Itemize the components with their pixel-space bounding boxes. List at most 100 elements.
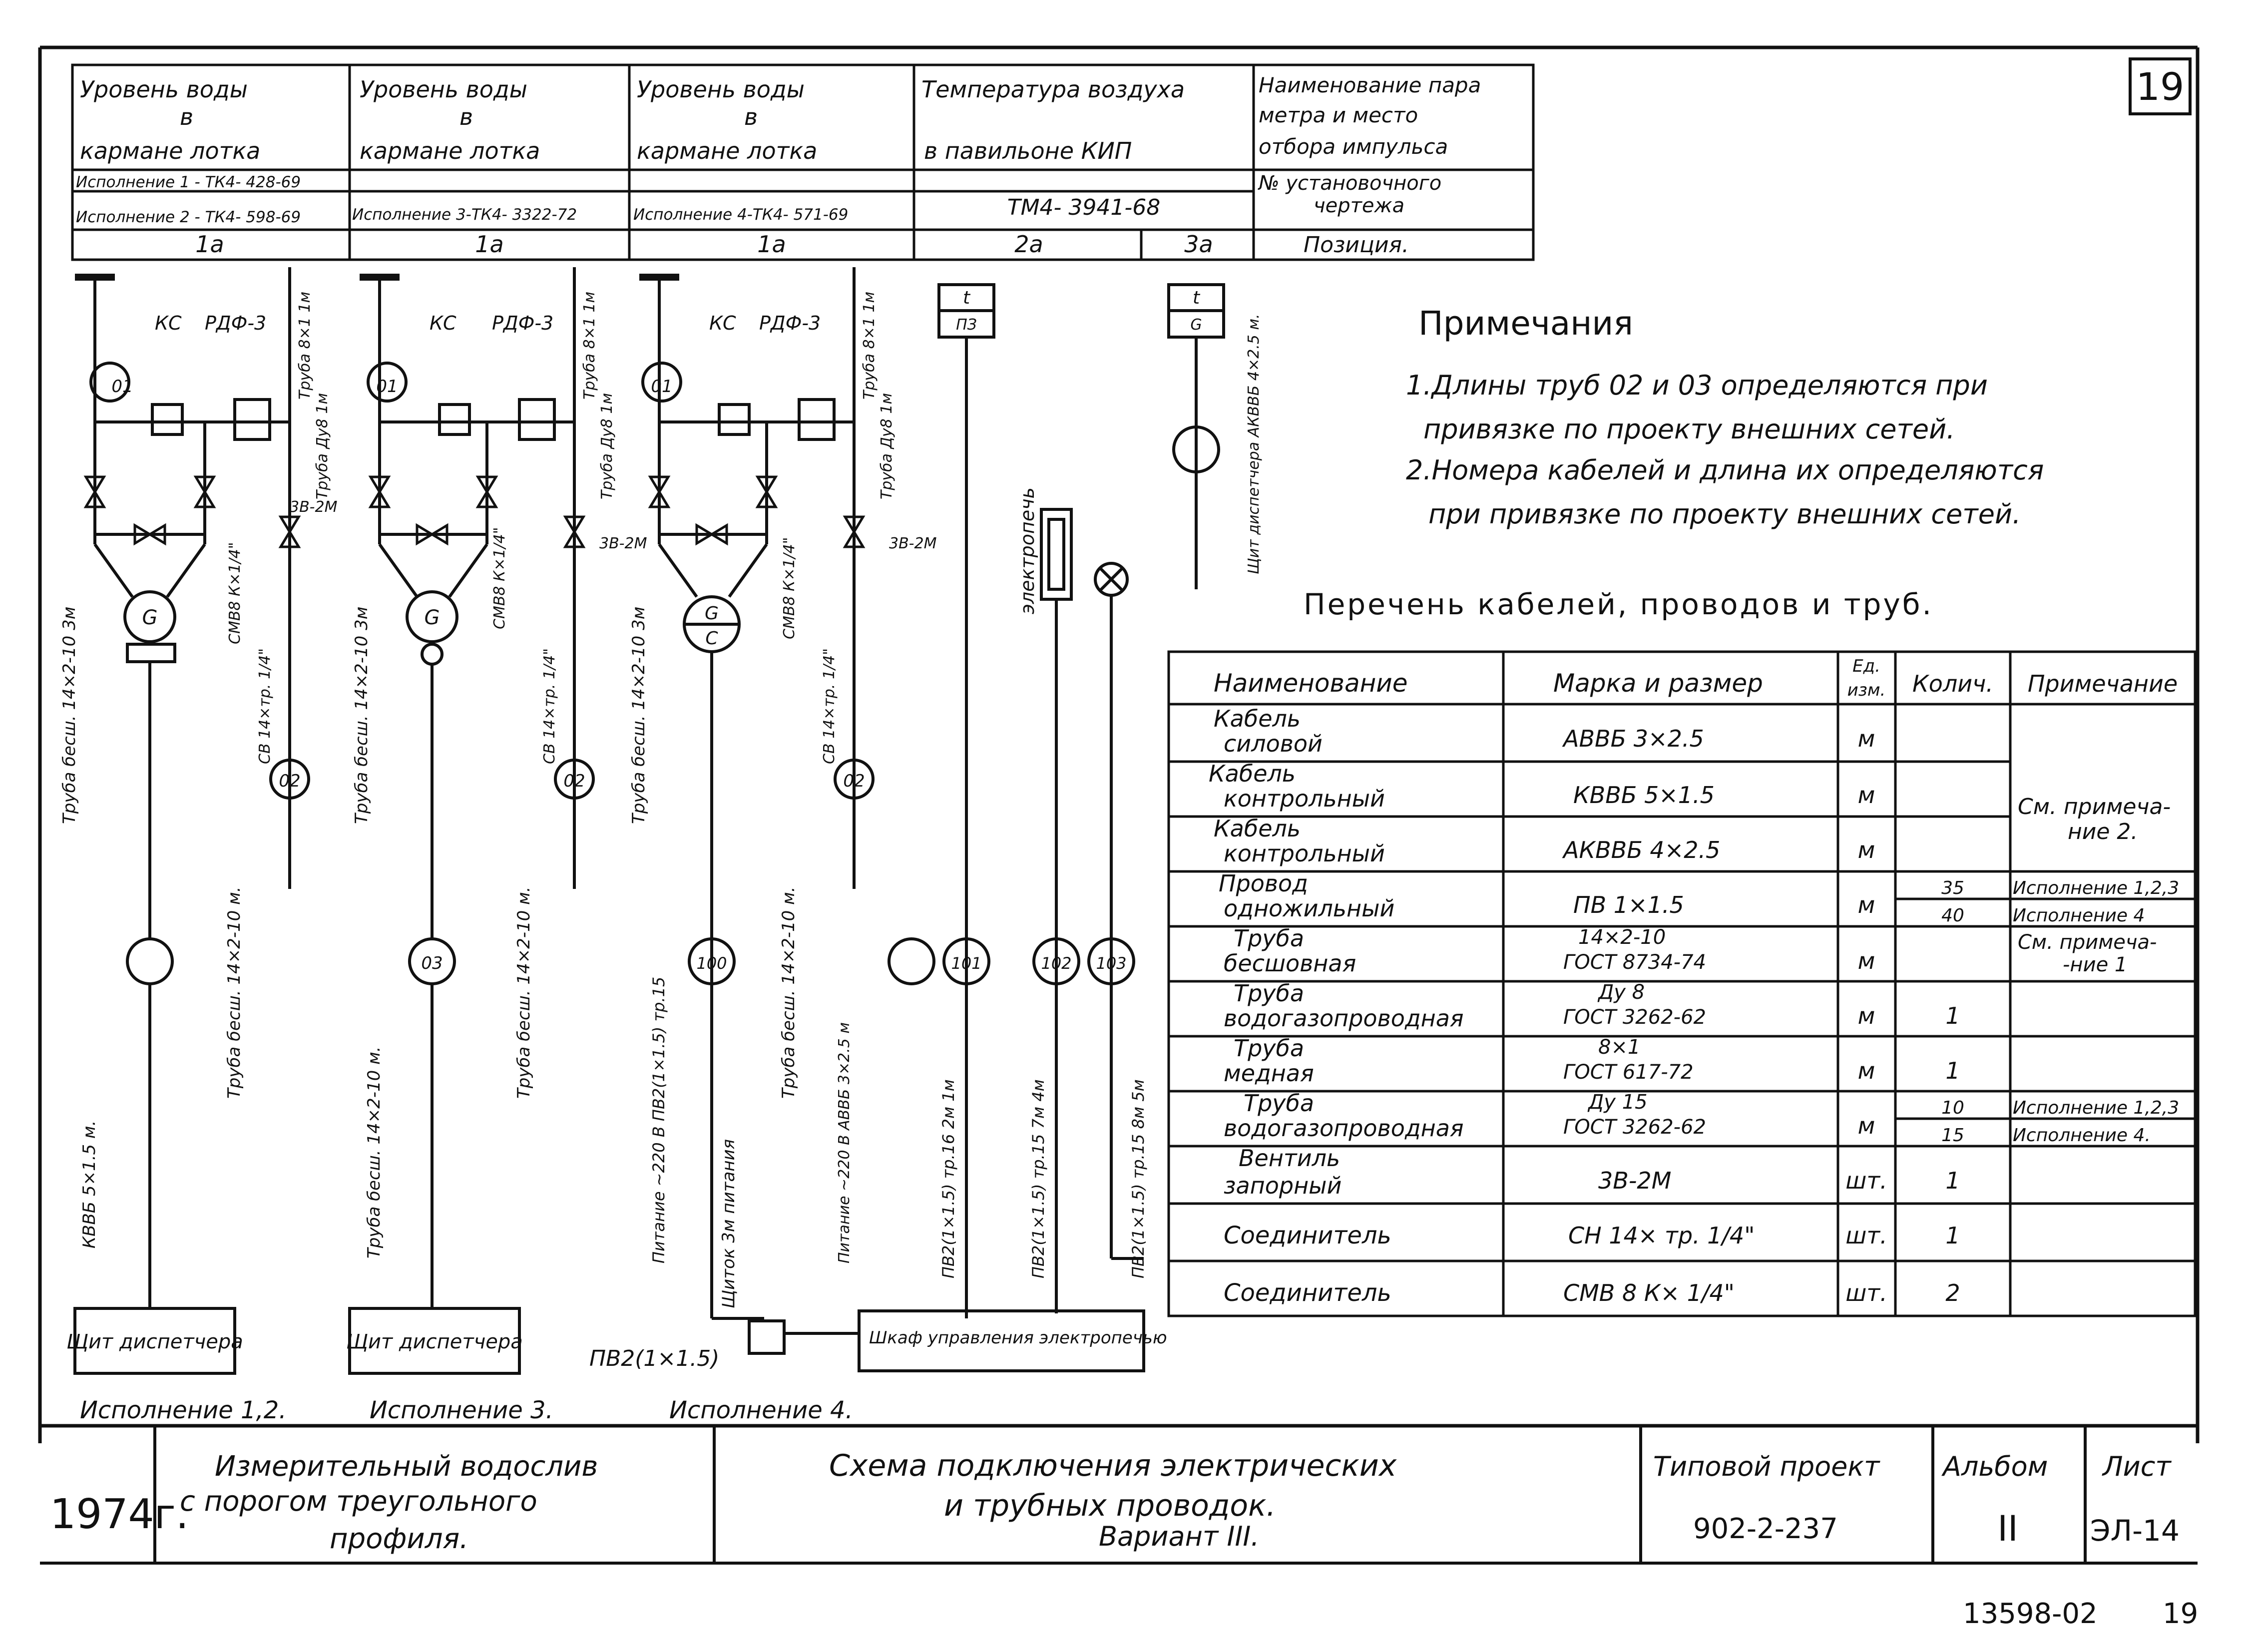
page-number: 19 — [2136, 64, 2185, 109]
scheme-variant-1 — [73, 267, 310, 1375]
svg-text:в: в — [180, 103, 193, 130]
drawing-no-2: Исполнение 2 - ТК4- 598-69 — [76, 208, 301, 226]
v4-power-b: Питание ~220 В АВВБ 3×2.5 м — [836, 1022, 853, 1263]
svg-text:01: 01 — [376, 377, 398, 397]
position-1a: 1а — [195, 231, 224, 258]
row4-mark: ПВ 1×1.5 — [1573, 891, 1684, 918]
album-label: Альбом — [1941, 1451, 2048, 1482]
svg-text:и трубных проводок.: и трубных проводок. — [944, 1488, 1276, 1523]
svg-text:КС: КС — [709, 312, 736, 334]
scheme-variant-2 — [348, 267, 595, 1375]
svg-text:ПЗ: ПЗ — [956, 316, 977, 334]
project-label: Типовой проект — [1653, 1451, 1880, 1482]
row11-name: Соединитель — [1224, 1279, 1391, 1307]
col-header-name: Наименование — [1214, 669, 1408, 698]
svg-text:РДФ-3: РДФ-3 — [205, 312, 266, 334]
row3-mark: АКВВБ 4×2.5 — [1562, 836, 1720, 863]
svg-text:103: 103 — [1096, 954, 1126, 973]
v4-pipe-4: Труба Ду8 1м — [878, 393, 896, 499]
v4-pipe-5: Труба бесш. 14×2-10 м. — [779, 886, 799, 1099]
svg-text:Труба: Труба — [1244, 1090, 1314, 1117]
svg-text:ние 2.: ние 2. — [2068, 819, 2138, 844]
svg-text:3В-2М: 3В-2М — [290, 498, 338, 516]
drawing-no-5: ТМ4- 3941-68 — [1007, 195, 1161, 220]
row4-note2: Исполнение 4 — [2013, 905, 2145, 926]
svg-text:КС: КС — [155, 312, 182, 334]
svg-text:Труба: Труба — [1234, 980, 1304, 1007]
v4-seamless: Труба бесш. 14×2-10 3м — [629, 607, 649, 824]
svg-text:изм.: изм. — [1847, 680, 1886, 700]
album-number: II — [1997, 1508, 2018, 1549]
v3-pipe-3: Труба 8×1 1м — [581, 292, 598, 400]
position-2a: 2а — [1014, 231, 1043, 258]
v4-shield: Щиток 3м питания — [719, 1139, 739, 1308]
svg-text:с порогом треугольного: с порогом треугольного — [180, 1485, 537, 1518]
row4-qty: 35 — [1941, 878, 1964, 898]
svg-text:водогазопроводная: водогазопроводная — [1224, 1005, 1464, 1032]
svg-text:Труба: Труба — [1234, 1035, 1304, 1062]
svg-text:контрольный: контрольный — [1224, 785, 1385, 812]
svg-text:в: в — [459, 103, 473, 130]
v3-pipe-4: Труба Ду8 1м — [598, 393, 616, 499]
v1-pipe-2: СВ 14×тр. 1/4" — [256, 648, 274, 764]
project-number: 902-2-237 — [1693, 1513, 1838, 1545]
row10-qty: 1 — [1945, 1222, 1960, 1249]
svg-text:Кабель: Кабель — [1209, 760, 1296, 787]
drawing-no-3: Исполнение 3-ТК4- 3322-72 — [352, 206, 577, 224]
position-3a: 3а — [1184, 231, 1213, 258]
svg-text:отбора импульса: отбора импульса — [1259, 134, 1448, 159]
svg-text:101: 101 — [951, 954, 981, 973]
svg-text:контрольный: контрольный — [1224, 840, 1385, 867]
row8-qty2: 15 — [1941, 1125, 1964, 1146]
v1-pipe-4: Труба Ду8 1м — [314, 393, 331, 499]
notes-title: Примечания — [1418, 304, 1633, 343]
svg-text:ГОСТ 3262-62: ГОСТ 3262-62 — [1563, 1006, 1706, 1029]
row9-unit: шт. — [1845, 1167, 1887, 1194]
svg-text:профиля.: профиля. — [330, 1523, 468, 1555]
scheme-temperature — [937, 283, 1225, 1318]
v3-pipe-1: СМВ8 К×1/4" — [491, 527, 508, 629]
svg-text:G: G — [425, 606, 440, 629]
row10-mark: СН 14× тр. 1/4" — [1568, 1222, 1755, 1249]
svg-text:кармане лотка: кармане лотка — [360, 137, 540, 164]
t-pipe-3: ПВ2(1×1.5) тр.15 8м 5м — [1129, 1079, 1148, 1278]
svg-text:Схема подключения электрически: Схема подключения электрических — [829, 1448, 1397, 1483]
svg-text:кармане лотка: кармане лотка — [637, 137, 817, 164]
svg-text:Кабель: Кабель — [1214, 815, 1301, 842]
svg-text:№ установочного: № установочного — [1258, 172, 1441, 195]
v4-pipe-3: Труба 8×1 1м — [861, 292, 878, 400]
svg-text:Провод: Провод — [1219, 870, 1308, 897]
position-row-label: Позиция. — [1304, 232, 1409, 258]
col-header-mark: Марка и размер — [1553, 669, 1763, 698]
svg-text:Ед.: Ед. — [1852, 656, 1880, 676]
v1-pipe-3: Труба 8×1 1м — [296, 292, 314, 400]
sheet-frame — [38, 45, 2200, 1443]
v3-seamless: Труба бесш. 14×2-10 3м — [352, 607, 372, 824]
scheme-variant-4 — [639, 267, 1145, 1372]
svg-text:Наименование пара: Наименование пара — [1259, 73, 1481, 97]
row7-qty: 1 — [1945, 1057, 1960, 1084]
svg-text:кармане лотка: кармане лотка — [80, 137, 260, 164]
notes-block: Примечания 1.Длины труб 02 и 03 определя… — [1406, 304, 2044, 530]
row11-mark: СМВ 8 К× 1/4" — [1563, 1279, 1735, 1306]
svg-text:бесшовная: бесшовная — [1224, 950, 1356, 977]
v3-dispatch: Щит диспетчера — [346, 1330, 523, 1353]
page-number-box: 19 — [2129, 57, 2192, 115]
v3-seamless-low: Труба бесш. 14×2-10 м. — [364, 1046, 384, 1258]
svg-text:в павильоне КИП: в павильоне КИП — [924, 137, 1132, 164]
row6-qty: 1 — [1945, 1002, 1960, 1029]
row11-qty: 2 — [1945, 1279, 1960, 1306]
v1-heading: Исполнение 1,2. — [80, 1396, 287, 1424]
sheet-label: Лист — [2102, 1451, 2172, 1482]
svg-text:102: 102 — [1041, 954, 1071, 973]
svg-text:См. примеча-: См. примеча- — [2018, 794, 2171, 820]
svg-text:чертежа: чертежа — [1314, 194, 1404, 217]
row7-unit: м — [1858, 1057, 1875, 1084]
svg-text:Труба: Труба — [1234, 925, 1304, 952]
cable-list-title: Перечень кабелей, проводов и труб. — [1304, 587, 1933, 621]
svg-text:запорный: запорный — [1224, 1172, 1342, 1199]
sheet-number: ЭЛ-14 — [2090, 1514, 2180, 1548]
svg-text:02: 02 — [563, 771, 585, 791]
col-header-qty: Колич. — [1912, 670, 1993, 697]
